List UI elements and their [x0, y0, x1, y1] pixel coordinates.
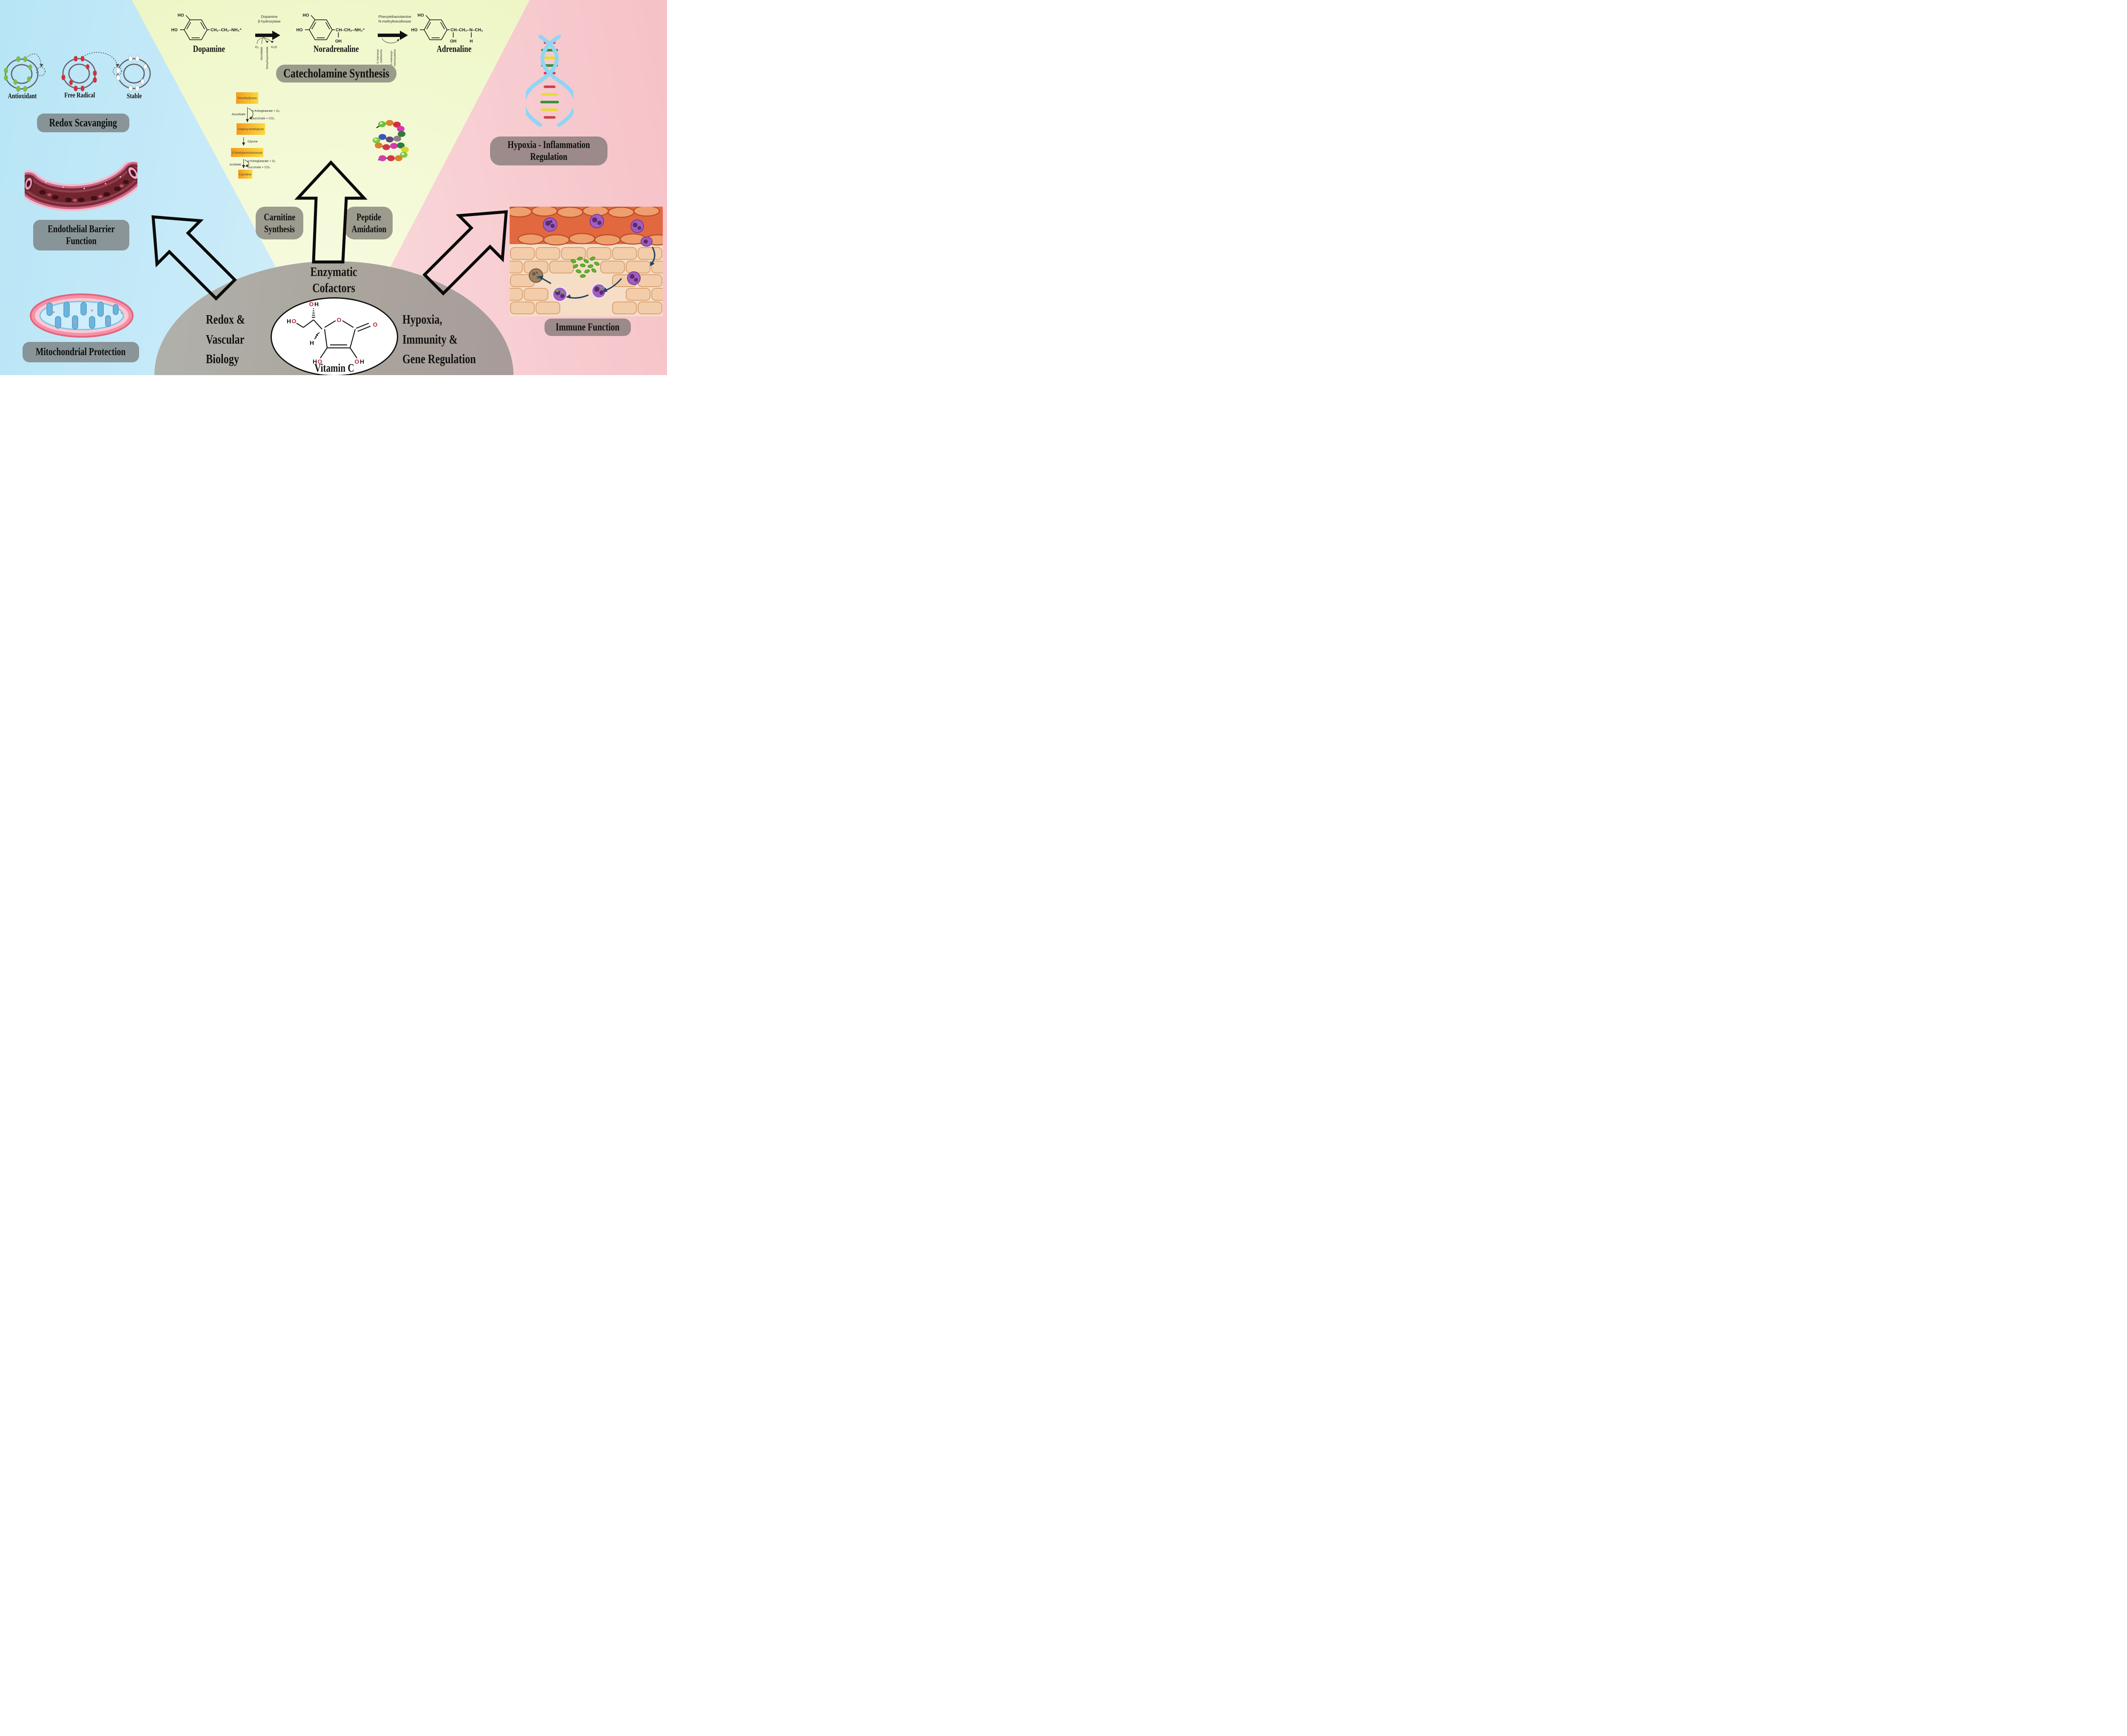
svg-text:homocysteine: homocysteine — [393, 49, 396, 66]
free-radical-electrons — [61, 56, 97, 91]
vitamin-c-functions-diagram: Antioxidant Free Radical Stable Redox Sc… — [0, 0, 667, 375]
svg-text:Ascorbate: Ascorbate — [230, 162, 241, 166]
svg-text:O: O — [355, 358, 359, 365]
svg-text:H: H — [310, 339, 314, 346]
noradrenaline-structure: HO HO CH–CH₂–NH₃⁺ OH — [297, 13, 365, 44]
mitochondrial-protection-banner: Mitochondrial Protection — [23, 342, 139, 362]
svg-text:H: H — [360, 358, 364, 365]
vessel-wall-cells — [510, 207, 663, 246]
svg-text:CH₂–CH₂–NH₃⁺: CH₂–CH₂–NH₃⁺ — [211, 28, 242, 33]
svg-text:3-Hydroxy-trimethyllysine: 3-Hydroxy-trimethyllysine — [238, 128, 264, 131]
svg-text:O: O — [309, 301, 314, 307]
svg-text:α-Ketoglutarate + O₂: α-Ketoglutarate + O₂ — [248, 159, 276, 163]
dopamine-label: Dopamine — [193, 43, 225, 54]
cristae — [46, 302, 119, 330]
catecholamine-synthesis-banner: Catecholamine Synthesis — [276, 65, 396, 83]
svg-text:H: H — [470, 39, 473, 44]
adrenaline-label: Adrenaline — [436, 43, 472, 54]
svg-text:O: O — [373, 321, 378, 328]
svg-text:H: H — [287, 318, 291, 324]
svg-text:CH–CH₂–NH₃⁺: CH–CH₂–NH₃⁺ — [336, 28, 365, 33]
svg-text:HO: HO — [171, 28, 178, 33]
noradrenaline-label: Noradrenaline — [313, 43, 359, 54]
hydroxy-trimethyllysine-box — [237, 123, 265, 135]
redox-atoms-illustration — [4, 52, 151, 92]
svg-text:Ascorbate: Ascorbate — [232, 112, 245, 116]
blood-vessel-illustration — [25, 162, 137, 211]
free-radical-label: Free Radical — [64, 91, 95, 99]
stable-electrons — [116, 56, 148, 91]
neutrophils-in-vessel — [543, 214, 653, 247]
svg-text:Dehydroascorbate: Dehydroascorbate — [266, 46, 269, 69]
svg-text:Glycine: Glycine — [248, 139, 258, 143]
svg-text:HO: HO — [297, 28, 303, 33]
mitochondria-illustration — [30, 293, 134, 338]
tissue-immune-cells — [529, 268, 641, 302]
svg-text:Trimethyllysine: Trimethyllysine — [237, 97, 257, 100]
svg-text:O: O — [318, 358, 322, 365]
svg-text:Carnitine: Carnitine — [239, 174, 251, 176]
svg-text:methionine: methionine — [380, 49, 383, 63]
svg-text:O: O — [337, 316, 342, 323]
svg-text:O₂: O₂ — [255, 45, 259, 49]
svg-text:OH: OH — [335, 39, 342, 44]
electron-transfer-arcs — [26, 52, 122, 76]
svg-text:H: H — [313, 358, 317, 365]
immune-tissue-illustration — [510, 207, 663, 316]
svg-text:HO: HO — [418, 13, 424, 18]
hypoxia-immunity-gene-title: Hypoxia,Immunity &Gene Regulation — [402, 312, 476, 366]
bacteria-cluster — [570, 256, 600, 278]
svg-text:Succinate + CO₂: Succinate + CO₂ — [248, 165, 271, 169]
vitamin-c-label: Vitamin C — [314, 361, 354, 374]
reaction-arrow-2: S-Adenosyl- methionine S-Adenosyl- homoc… — [376, 31, 408, 66]
svg-text:H₂O: H₂O — [271, 45, 277, 49]
trimethylammoniobutanoate-box — [231, 148, 263, 157]
stable-label: Stable — [127, 92, 142, 100]
svg-text:S-Adenosyl-: S-Adenosyl- — [376, 48, 379, 63]
reaction-arrow-1: O₂ Ascorbate Dehydroascorbate H₂O — [255, 31, 280, 69]
svg-text:S-Adenosyl-: S-Adenosyl- — [390, 50, 393, 65]
peptide-chain-illustration — [373, 120, 409, 161]
blood-cells — [39, 180, 129, 202]
carnitine-pathway: Trimethyllysine Ascorbate α-Ketoglutarat… — [230, 92, 280, 179]
svg-text:CH–CH₂–N–CH₃: CH–CH₂–N–CH₃ — [450, 28, 483, 33]
antioxidant-electrons — [4, 56, 32, 92]
svg-text:HO: HO — [178, 13, 184, 18]
redox-scavenging-banner: Redox Scavanging — [37, 114, 129, 132]
adrenaline-structure: HO HO CH–CH₂–N–CH₃ OH H — [411, 13, 483, 44]
svg-text:Ascorbate: Ascorbate — [260, 47, 263, 60]
svg-text:HO: HO — [411, 28, 418, 33]
svg-text:α-Ketoglutarate + O₂: α-Ketoglutarate + O₂ — [252, 109, 280, 113]
svg-text:O: O — [292, 318, 297, 324]
dna-helix-illustration — [526, 34, 573, 127]
dopamine-structure: HO HO CH₂–CH₂–NH₃⁺ — [171, 13, 242, 40]
svg-text:HO: HO — [303, 13, 309, 18]
antioxidant-label: Antioxidant — [8, 92, 37, 100]
ascorbic-acid-structure: O O O H H O O H H O H — [287, 301, 378, 365]
vitamin-c-medallion: O O O H H O O H H O H Vitamin C — [271, 297, 398, 375]
svg-text:Succinate + CO₂: Succinate + CO₂ — [252, 117, 275, 120]
svg-text:OH: OH — [450, 39, 456, 44]
trimethyllysine-box — [236, 92, 258, 104]
carnitine-box — [238, 170, 252, 179]
svg-text:H: H — [314, 301, 319, 307]
svg-text:4-Trimethylammoniobutanoate: 4-Trimethylammoniobutanoate — [232, 152, 262, 155]
immune-function-banner: Immune Function — [545, 319, 631, 336]
